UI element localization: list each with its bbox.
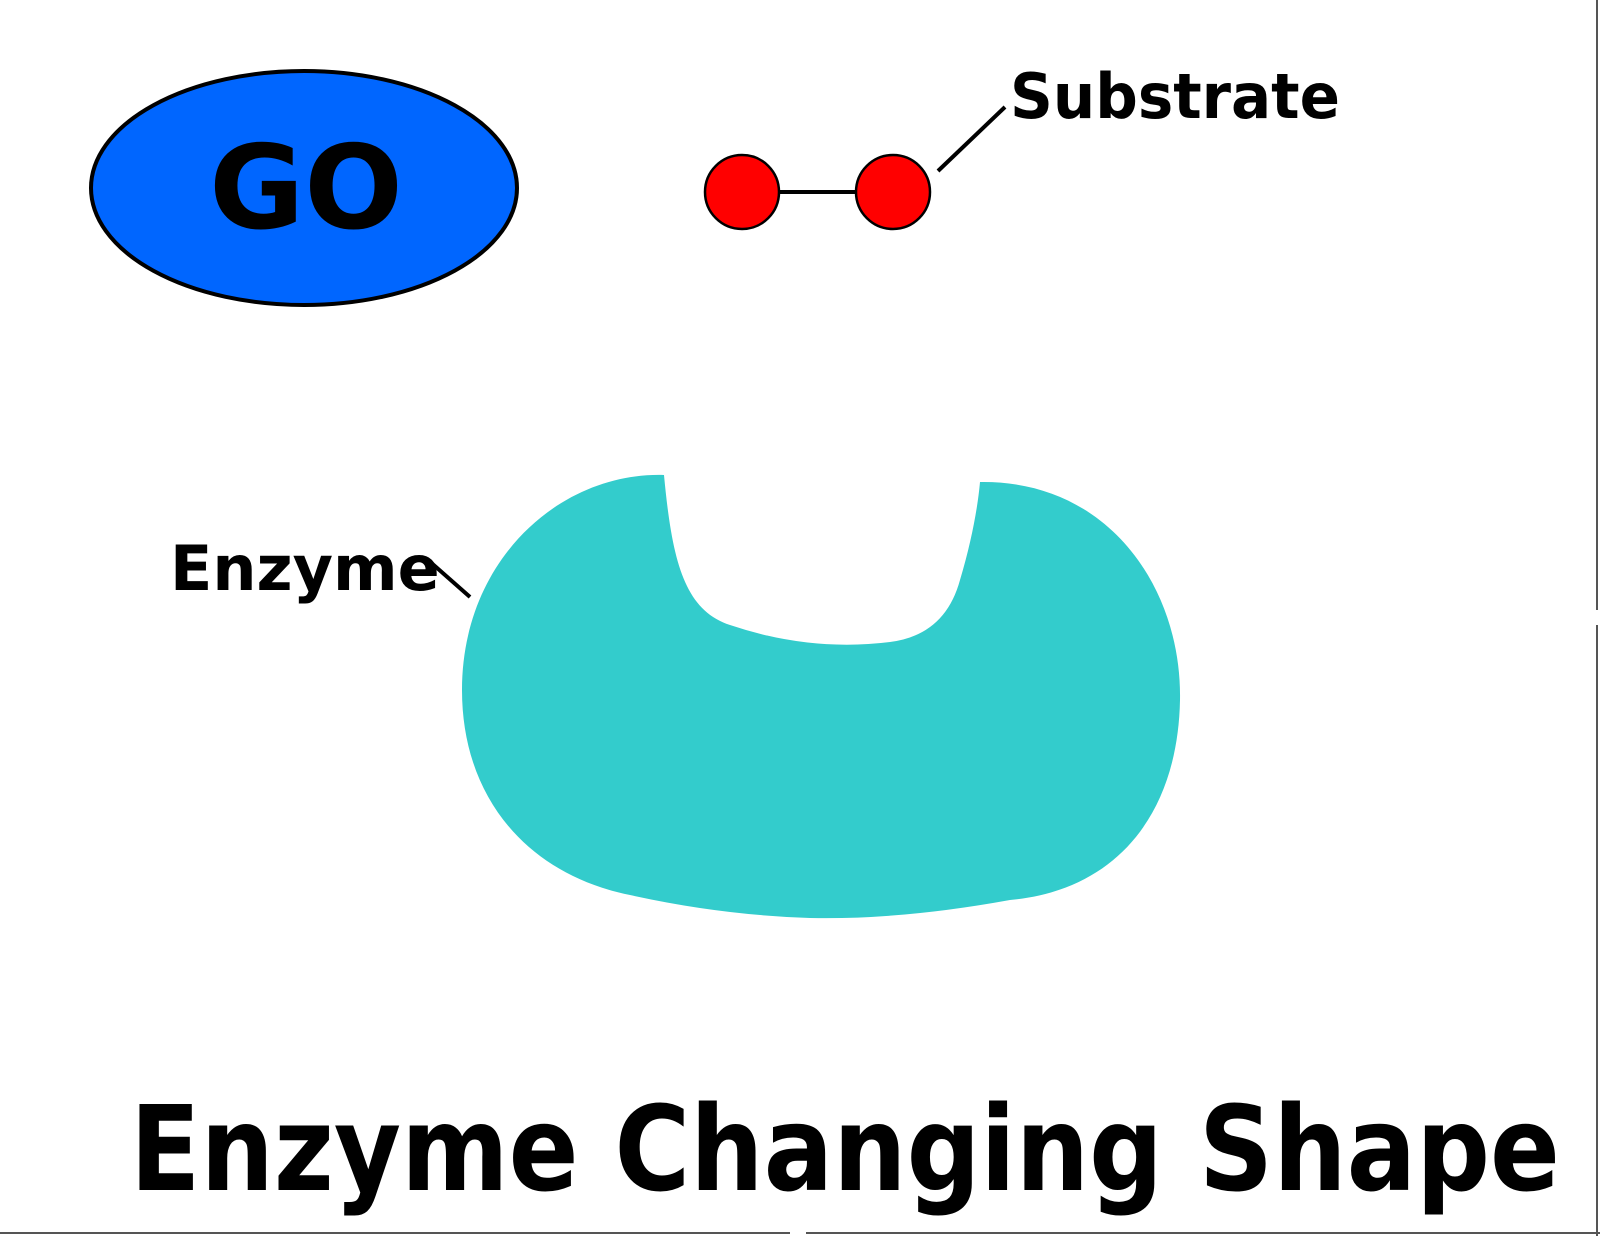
- substrate-leader-line: [936, 105, 1007, 173]
- go-button-shape[interactable]: [89, 69, 519, 307]
- substrate-label: Substrate: [1010, 60, 1340, 133]
- go-button[interactable]: GO: [89, 69, 519, 307]
- enzyme-shape[interactable]: [462, 474, 1181, 919]
- diagram-title: Enzyme Changing Shape: [130, 1080, 1560, 1218]
- substrate-atom-left[interactable]: [703, 153, 781, 231]
- go-button-label[interactable]: GO: [209, 121, 403, 256]
- enzyme-label: Enzyme: [170, 532, 440, 605]
- enzyme-leader-line: [426, 558, 472, 599]
- substrate-molecule[interactable]: [703, 153, 932, 231]
- substrate-atom-right[interactable]: [854, 153, 932, 231]
